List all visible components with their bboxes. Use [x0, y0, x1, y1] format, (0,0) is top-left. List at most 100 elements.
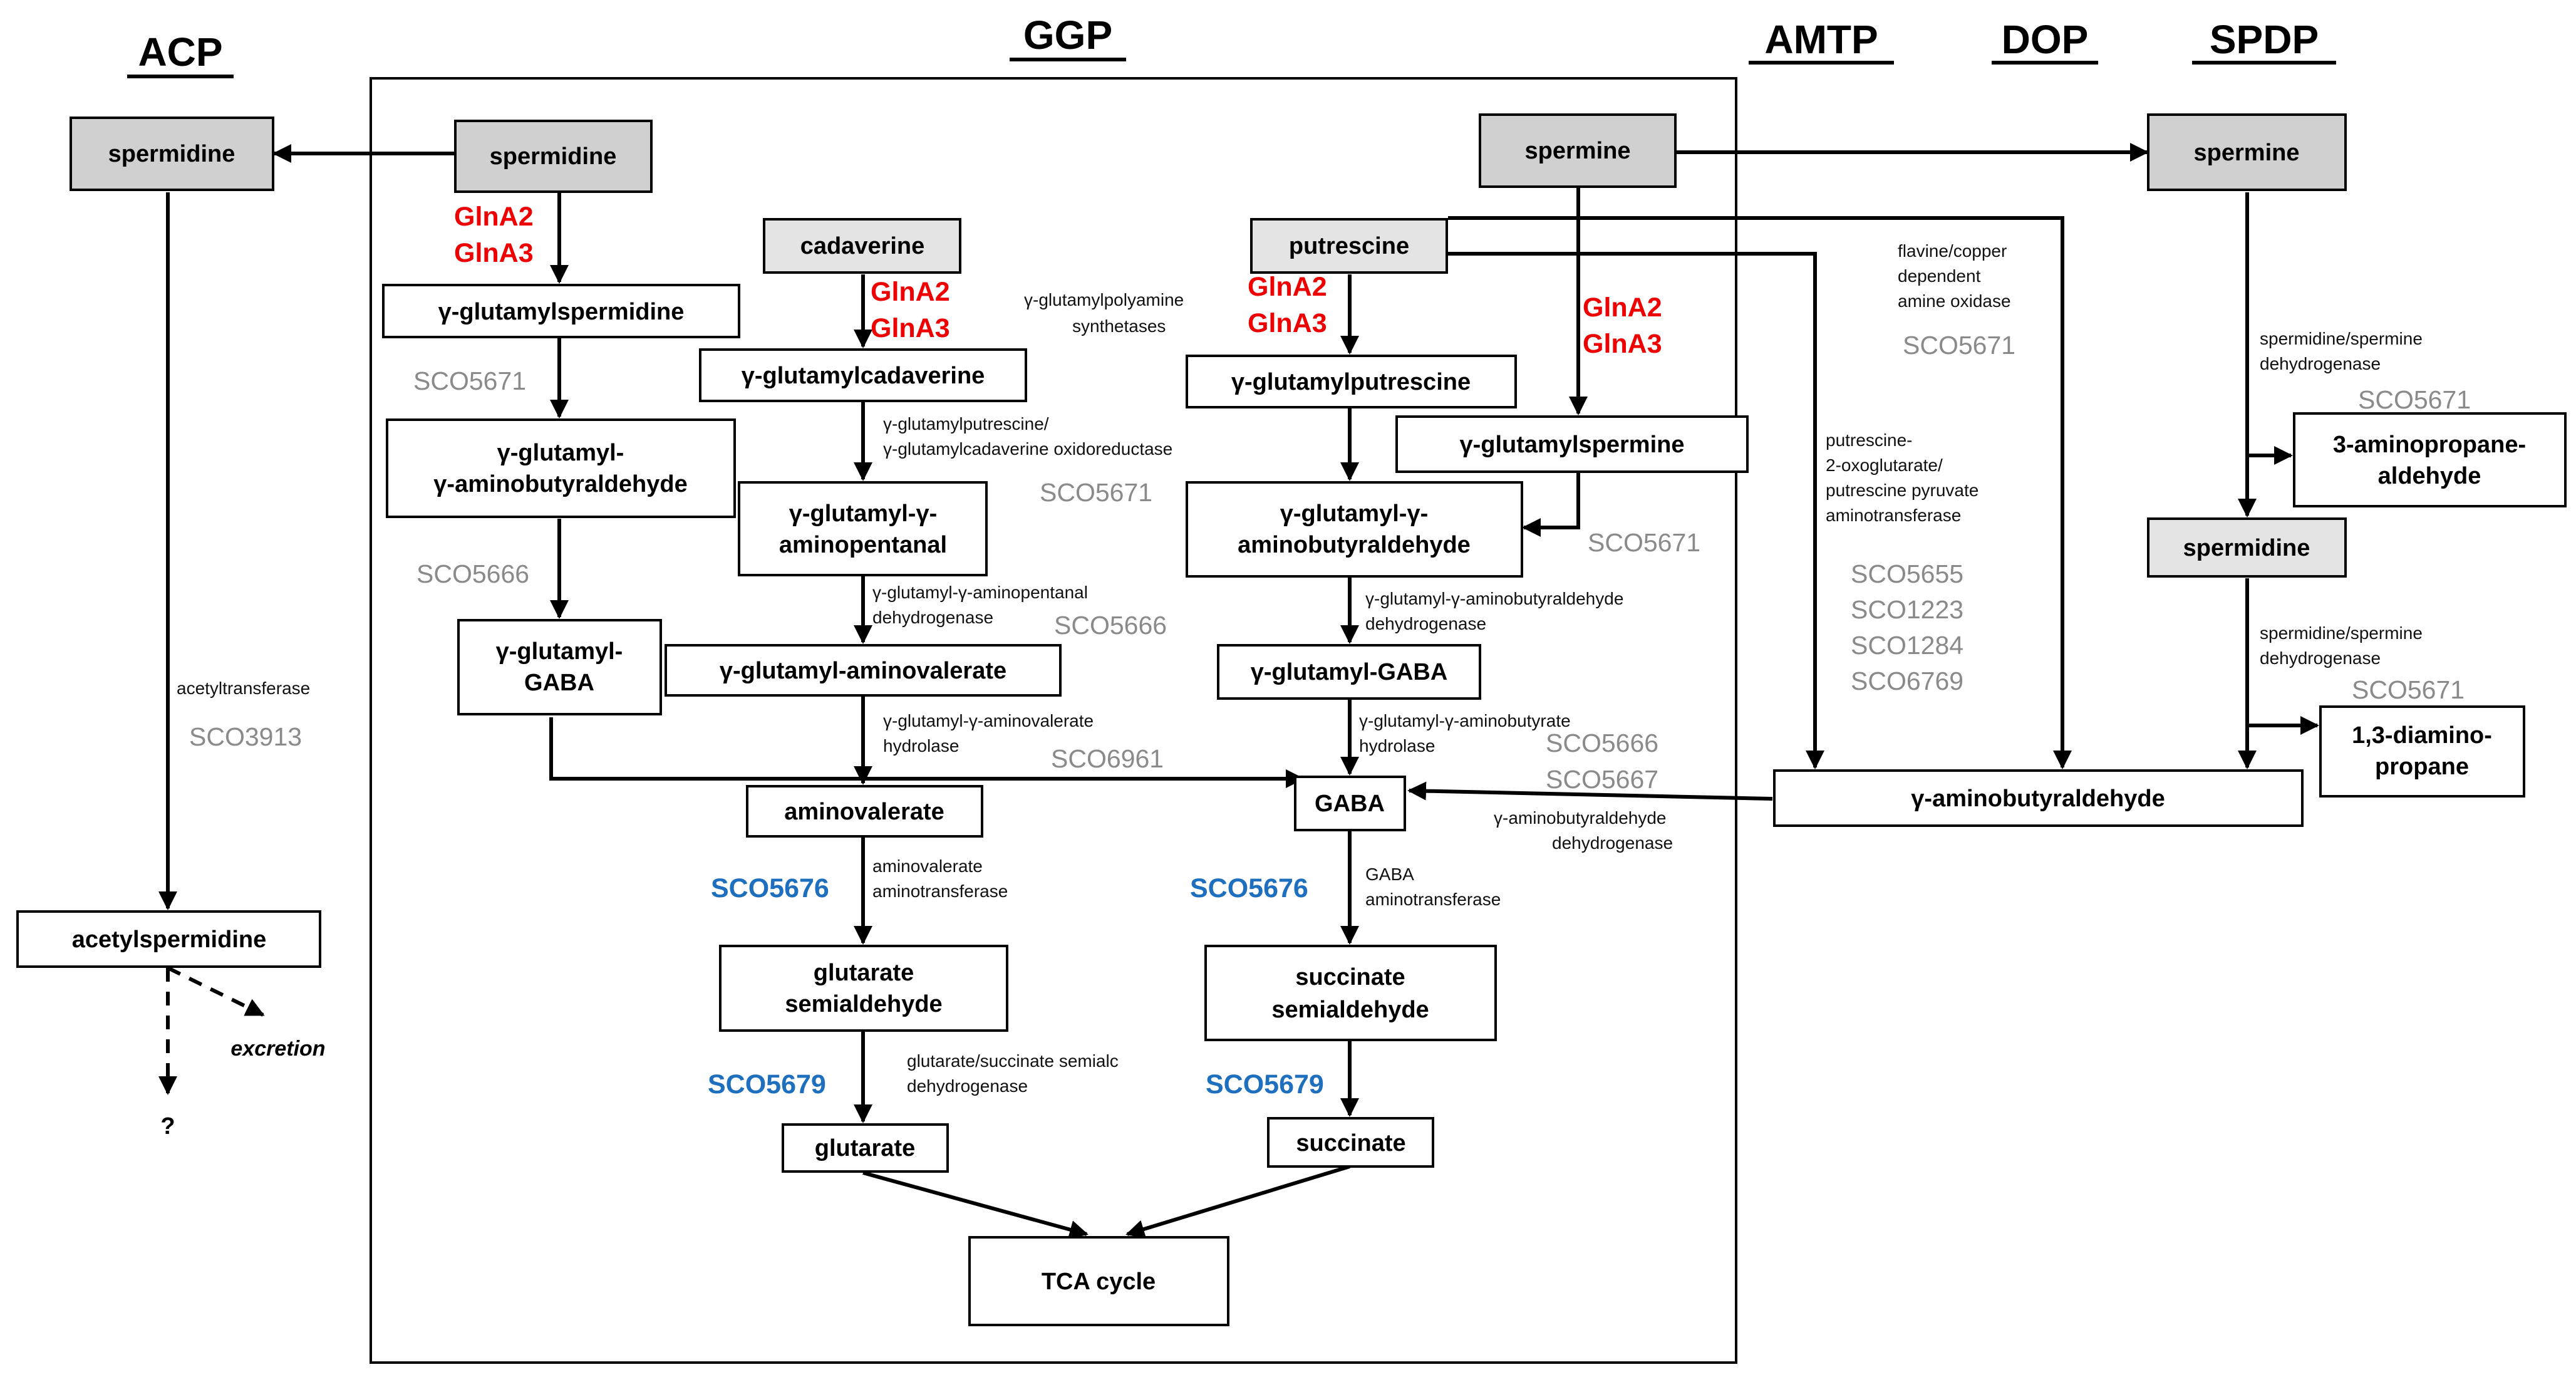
node-glutamyl-gaba-left-box [457, 619, 662, 715]
enzyme-spd-spm-dh-1-line2: dehydrogenase [2260, 354, 2381, 373]
gene-glna2-cadaverine: GlnA2 [871, 277, 950, 307]
node-glutarate-semialdehyde-box [719, 945, 1008, 1032]
gene-sco6961: SCO6961 [1051, 744, 1164, 773]
node-spdp-spermidine: spermidine [2183, 535, 2310, 561]
node-glutamyl-aminobutyraldehyde-left-line2: γ-aminobutyraldehyde [433, 471, 687, 497]
node-excretion: excretion [230, 1037, 325, 1061]
gene-sco5666-left: SCO5666 [416, 559, 529, 588]
node-ggp-spermine: spermine [1525, 138, 1631, 164]
node-putrescine-box [1250, 218, 1448, 274]
enzyme-putrescine-aminotransferase-line4: aminotransferase [1826, 506, 1961, 525]
enzyme-gaba-aminotransferase-line1: GABA [1365, 865, 1414, 884]
node-spdp-spermidine-box [2147, 517, 2347, 578]
node-glutamyl-gaba-mid-box [1217, 644, 1481, 700]
enzyme-amine-oxidase-line3: amine oxidase [1898, 291, 2011, 311]
node-glutarate-box [782, 1123, 949, 1173]
section-headers: ACP GGP AMTP DOP SPDP [127, 13, 2336, 78]
enzyme-spd-spm-dh-1-line1: spermidine/spermine [2260, 329, 2423, 348]
gene-glna3-putrescine: GlnA3 [1248, 308, 1327, 338]
gene-glna2-spermidine: GlnA2 [454, 202, 534, 232]
node-glutamyl-aminobutyraldehyde-left-line1: γ-glutamyl- [497, 440, 624, 466]
enzyme-gaba-aminotransferase-line2: aminotransferase [1365, 890, 1501, 909]
arrow-glutarate-to-tca [862, 1171, 1089, 1239]
node-putrescine: putrescine [1289, 233, 1409, 259]
node-glutamylspermidine: γ-glutamylspermidine [438, 299, 685, 325]
gene-glna3-spermidine: GlnA3 [454, 238, 534, 268]
arrow-glutamyl-gaba-to-gaba [549, 717, 1305, 788]
node-diaminopropane-box [2319, 705, 2525, 798]
node-unknown: ? [160, 1113, 175, 1140]
gene-sco5666-mid: SCO5666 [1546, 729, 1658, 757]
node-glutamyl-aminobutyraldehyde-mid-line2: aminobutyraldehyde [1238, 532, 1471, 558]
node-acp-spermidine: spermidine [108, 141, 235, 167]
arrow-putrescine-to-aminobutyraldehyde-amtp [1448, 252, 1824, 769]
node-aminovalerate-box [746, 785, 983, 838]
node-diaminopropane-line2: propane [2375, 754, 2469, 780]
enzyme-oxidoreductase-line2: γ-glutamylcadaverine oxidoreductase [883, 439, 1172, 459]
node-glutamylspermine: γ-glutamylspermine [1460, 432, 1685, 458]
node-glutarate-semialdehyde-line2: semialdehyde [785, 991, 942, 1017]
node-glutarate: glutarate [815, 1135, 915, 1161]
gene-glna2-spermine: GlnA2 [1583, 293, 1662, 323]
arrow-succinate-to-tca [1125, 1165, 1350, 1239]
node-tca-cycle-box [968, 1236, 1229, 1326]
gene-sco5655: SCO5655 [1851, 559, 1963, 588]
node-glutamyl-aminopentanal-line2: aminopentanal [779, 532, 947, 558]
node-aminobutyraldehyde-box [1773, 769, 2304, 827]
node-glutamyl-aminobutyraldehyde-left-box [386, 418, 736, 518]
enzyme-acetyltransferase: acetyltransferase [177, 678, 310, 698]
arrow-aminobutyraldehyde-to-gaba [1407, 781, 1773, 801]
gene-sco5671-spdp-1: SCO5671 [2358, 385, 2471, 414]
gene-sco5679-right: SCO5679 [1206, 1069, 1324, 1099]
enzyme-aminobutyraldehyde-dh-right-line1: γ-aminobutyraldehyde [1494, 808, 1667, 828]
enzyme-polyamine-synthetases-line2: synthetases [1072, 316, 1166, 336]
node-ggp-spermidine: spermidine [490, 143, 617, 170]
node-ggp-spermine-box [1479, 113, 1677, 188]
node-glutamylspermidine-box [382, 284, 740, 338]
arrow-putrescine-to-aminobutyraldehyde-dop [1448, 216, 2072, 769]
enzyme-amine-oxidase-line2: dependent [1898, 266, 1981, 286]
gene-glna3-spermine: GlnA3 [1583, 329, 1662, 359]
header-acp: ACP [138, 29, 222, 75]
enzyme-aminobutyraldehyde-dh-right-line2: dehydrogenase [1552, 833, 1673, 853]
gene-sco5676-right: SCO5676 [1190, 873, 1308, 903]
enzyme-amine-oxidase-line1: flavine/copper [1898, 241, 2007, 261]
node-cadaverine-box [763, 218, 961, 274]
gene-glna2-putrescine: GlnA2 [1248, 272, 1327, 302]
node-glutamyl-gaba-left-line2: GABA [524, 670, 594, 696]
gene-sco5671-dop: SCO5671 [1903, 331, 2015, 360]
gene-sco5671-spdp-2: SCO5671 [2352, 675, 2465, 704]
node-spdp-spermine: spermine [2194, 140, 2300, 166]
pathway-nodes: spermidine acetylspermidine excretion ? … [16, 113, 2567, 1326]
node-aminopropane-aldehyde-line2: aldehyde [2378, 463, 2481, 489]
node-glutamyl-aminobutyraldehyde-mid-box [1186, 481, 1523, 578]
node-aminobutyraldehyde: γ-aminobutyraldehyde [1911, 786, 2165, 812]
node-succinate-box [1267, 1117, 1434, 1168]
arrow-acetylspermidine-to-excretion [167, 966, 265, 1017]
node-ggp-spermidine-box [454, 120, 653, 193]
enzyme-aminovalerate-aminotransferase-line2: aminotransferase [872, 881, 1008, 901]
enzyme-aminovalerate-aminotransferase-line1: aminovalerate [872, 856, 983, 876]
enzyme-aminopentanal-dh-line2: dehydrogenase [872, 608, 993, 627]
enzyme-glutarate-succinate-dh-line2: dehydrogenase [907, 1076, 1028, 1096]
enzyme-polyamine-synthetases-line1: γ-glutamylpolyamine [1024, 290, 1184, 309]
header-amtp: AMTP [1764, 17, 1878, 62]
node-acetylspermidine-box [16, 910, 321, 968]
pathway-arrows [158, 143, 2319, 1239]
header-ggp: GGP [1023, 13, 1112, 58]
enzyme-aminobutyrate-hydrolase-line2: hydrolase [1359, 736, 1435, 756]
node-spdp-spermine-box [2147, 113, 2347, 191]
gene-sco5671-cadaverine: SCO5671 [1040, 478, 1152, 507]
node-glutamyl-aminobutyraldehyde-mid-line1: γ-glutamyl-γ- [1280, 501, 1428, 527]
enzyme-aminovalerate-hydrolase-line1: γ-glutamyl-γ-aminovalerate [883, 711, 1094, 730]
enzyme-glutarate-succinate-dh-line1: glutarate/succinate semialc [907, 1051, 1119, 1071]
node-glutarate-semialdehyde-line1: glutarate [814, 960, 914, 986]
node-aminopropane-aldehyde-box [2293, 412, 2567, 507]
node-glutamyl-aminopentanal-line1: γ-glutamyl-γ- [789, 501, 937, 527]
gene-glna3-cadaverine: GlnA3 [871, 313, 950, 343]
node-acp-spermidine-box [70, 117, 274, 191]
node-glutamylcadaverine-box [699, 348, 1027, 402]
gene-sco1284: SCO1284 [1851, 631, 1963, 660]
